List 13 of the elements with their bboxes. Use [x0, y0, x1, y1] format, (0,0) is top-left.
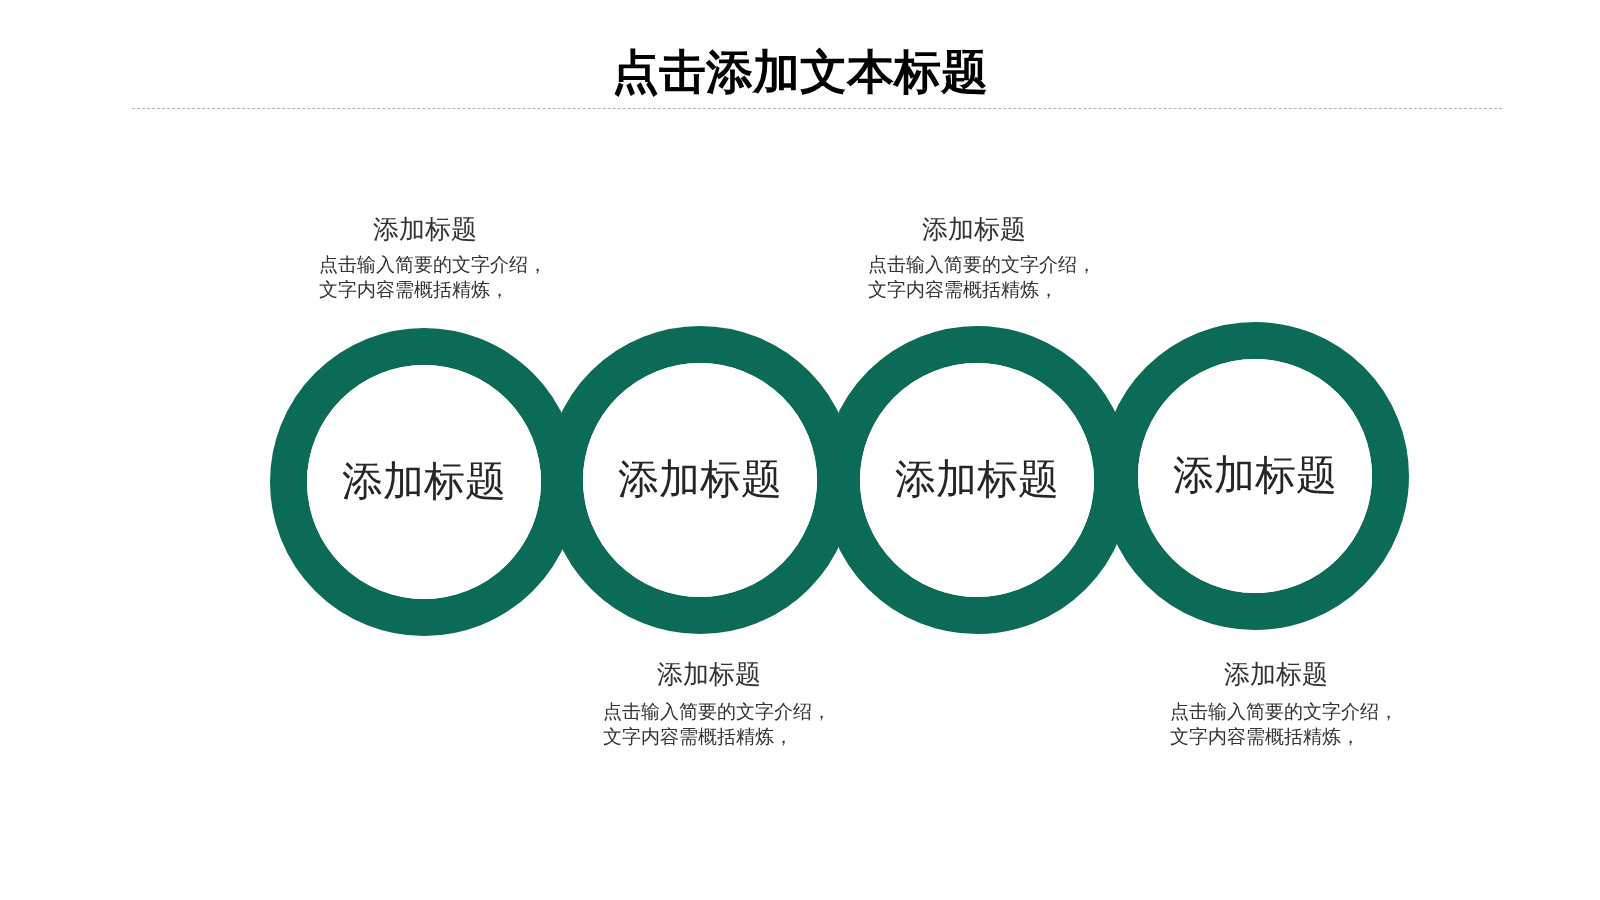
caption-text: 点击输入简要的文字介绍，文字内容需概括精炼， [319, 252, 548, 302]
caption-heading: 添加标题 [373, 214, 477, 246]
slide-title: 点击添加文本标题 [612, 44, 988, 101]
caption-heading: 添加标题 [657, 659, 761, 691]
caption-heading: 添加标题 [922, 214, 1026, 246]
circle-label: 添加标题 [895, 455, 1059, 505]
caption-heading: 添加标题 [1224, 659, 1328, 691]
circle-label: 添加标题 [342, 457, 506, 507]
caption-text: 点击输入简要的文字介绍，文字内容需概括精炼， [1170, 699, 1399, 749]
circle-label: 添加标题 [618, 455, 782, 505]
caption-text: 点击输入简要的文字介绍，文字内容需概括精炼， [868, 252, 1097, 302]
caption-text: 点击输入简要的文字介绍，文字内容需概括精炼， [603, 699, 832, 749]
circle-label: 添加标题 [1173, 451, 1337, 501]
